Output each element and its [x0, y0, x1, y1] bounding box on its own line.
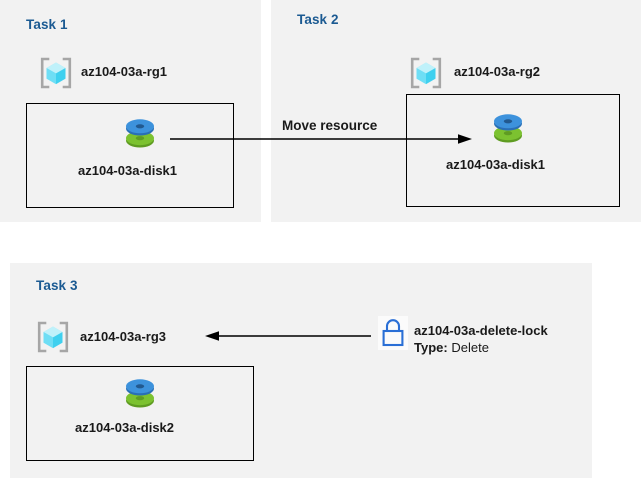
resource-group-icon	[39, 56, 73, 90]
panel-task3-title: Task 3	[36, 278, 78, 293]
resource-label-disk: az104-03a-disk2	[75, 420, 175, 435]
managed-disk-icon	[120, 113, 160, 153]
arrow-lock-applies-to	[205, 331, 371, 341]
resource-group-icon	[409, 56, 443, 90]
lock-type-row: Type: Delete	[414, 339, 548, 356]
lock-type-value: Delete	[451, 340, 489, 356]
panel-task1-title: Task 1	[26, 17, 68, 32]
managed-disk-icon	[120, 373, 160, 413]
lock-name: az104-03a-delete-lock	[414, 323, 548, 338]
resource-label-disk: az104-03a-disk1	[78, 163, 178, 178]
managed-disk-icon	[488, 108, 528, 148]
resource-group-label: az104-03a-rg2	[454, 64, 540, 79]
resource-group-box-task1	[26, 103, 234, 208]
resource-group-label: az104-03a-rg3	[80, 329, 166, 344]
arrow-move-resource	[170, 134, 472, 144]
resource-group-box-task2	[406, 94, 620, 207]
lock-icon	[378, 316, 408, 350]
resource-label-disk: az104-03a-disk1	[446, 157, 546, 172]
resource-group-label: az104-03a-rg1	[81, 64, 167, 79]
lock-text-block: az104-03a-delete-lock Type: Delete	[414, 322, 548, 356]
resource-group-icon	[36, 320, 70, 354]
connector-label-move-resource: Move resource	[282, 118, 378, 133]
lock-type-key: Type:	[414, 340, 448, 356]
panel-task2-title: Task 2	[297, 12, 339, 27]
